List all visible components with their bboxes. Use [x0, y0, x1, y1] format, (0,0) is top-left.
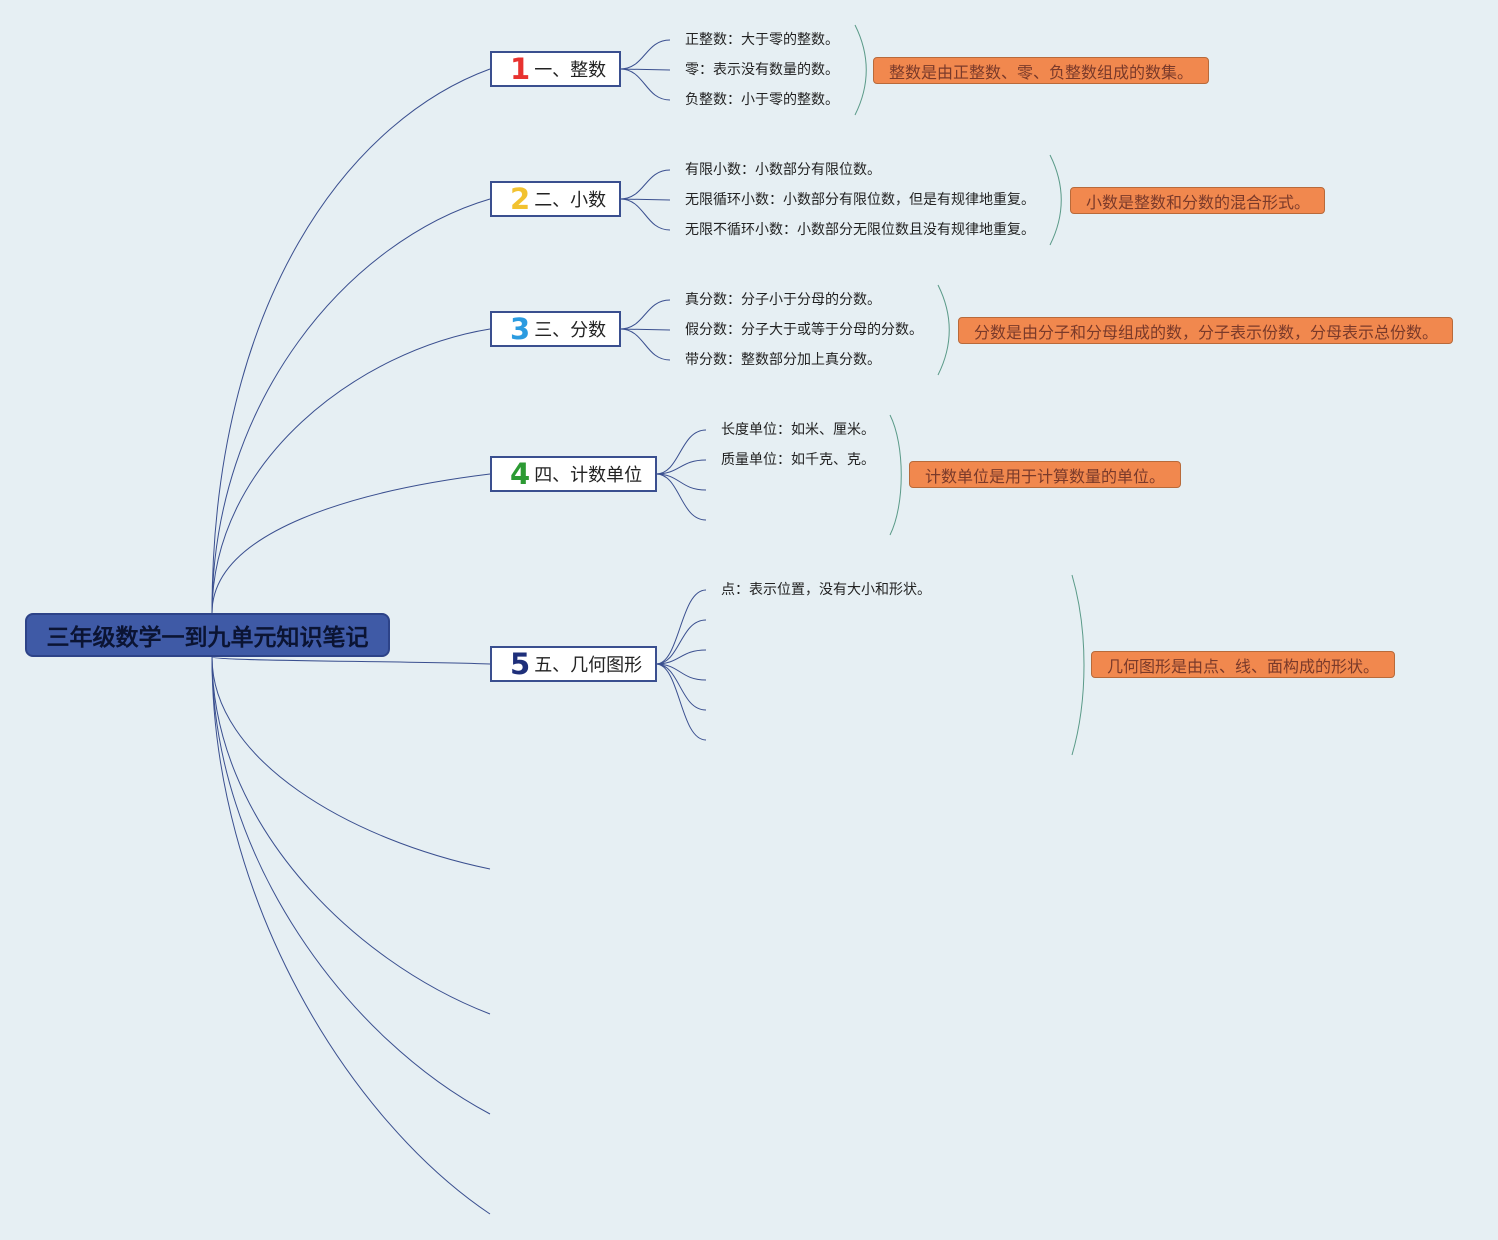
topic-decimals[interactable]: 2 二、小数 — [490, 181, 621, 217]
summary-decimals[interactable]: 小数是整数和分数的混合形式。 — [1070, 187, 1325, 214]
root-link-2 — [211, 198, 491, 614]
topic-label: 五、几何图形 — [534, 655, 643, 676]
root-topic[interactable]: 三年级数学一到九单元知识笔记 — [25, 613, 390, 657]
leaf-negative-integer[interactable]: 负整数：小于零的整数。 — [685, 92, 839, 108]
root-link-9 — [211, 656, 491, 1215]
root-link-8 — [211, 656, 491, 1115]
number-4-icon: 4 — [510, 456, 531, 491]
leaf-point[interactable]: 点：表示位置，没有大小和形状。 — [721, 582, 931, 598]
topic-counting-units[interactable]: 4 四、计数单位 — [490, 456, 657, 492]
topic-fractions[interactable]: 3 三、分数 — [490, 311, 621, 347]
bracket-1 — [854, 24, 867, 116]
root-link-3 — [211, 328, 491, 614]
number-1-icon: 1 — [510, 51, 531, 86]
leaf-improper-fraction[interactable]: 假分数：分子大于或等于分母的分数。 — [685, 322, 923, 338]
summary-fractions[interactable]: 分数是由分子和分母组成的数，分子表示份数，分母表示总份数。 — [958, 317, 1453, 344]
root-link-1 — [211, 68, 491, 614]
leaf-zero[interactable]: 零：表示没有数量的数。 — [685, 62, 839, 78]
root-link-4 — [211, 473, 491, 614]
root-link-6 — [211, 656, 491, 870]
leaf-mixed-number[interactable]: 带分数：整数部分加上真分数。 — [685, 352, 881, 368]
number-2-icon: 2 — [510, 181, 531, 216]
topic-label: 四、计数单位 — [534, 465, 643, 486]
topic-label: 三、分数 — [534, 320, 607, 341]
leaf-length-unit[interactable]: 长度单位：如米、厘米。 — [721, 422, 875, 438]
leaf-non-repeating-decimal[interactable]: 无限不循环小数：小数部分无限位数且没有规律地重复。 — [685, 222, 1035, 238]
summary-integers[interactable]: 整数是由正整数、零、负整数组成的数集。 — [873, 57, 1209, 84]
topic-geometric-shapes[interactable]: 5 五、几何图形 — [490, 646, 657, 682]
summary-geometric-shapes[interactable]: 几何图形是由点、线、面构成的形状。 — [1091, 651, 1395, 678]
root-link-7 — [211, 656, 491, 1015]
bracket-3 — [937, 284, 950, 376]
leaf-finite-decimal[interactable]: 有限小数：小数部分有限位数。 — [685, 162, 881, 178]
summary-counting-units[interactable]: 计数单位是用于计算数量的单位。 — [909, 461, 1181, 488]
leaf-mass-unit[interactable]: 质量单位：如千克、克。 — [721, 452, 875, 468]
topic-label: 二、小数 — [534, 190, 607, 211]
topic-integers[interactable]: 1 一、整数 — [490, 51, 621, 87]
root-link-5 — [211, 656, 491, 665]
bracket-4 — [889, 414, 902, 536]
bracket-2 — [1049, 154, 1062, 246]
bracket-5 — [1071, 574, 1085, 756]
number-3-icon: 3 — [510, 311, 531, 346]
topic-label: 一、整数 — [534, 60, 607, 81]
leaf-repeating-decimal[interactable]: 无限循环小数：小数部分有限位数，但是有规律地重复。 — [685, 192, 1035, 208]
number-5-icon: 5 — [510, 646, 531, 681]
leaf-proper-fraction[interactable]: 真分数：分子小于分母的分数。 — [685, 292, 881, 308]
leaf-positive-integer[interactable]: 正整数：大于零的整数。 — [685, 32, 839, 48]
